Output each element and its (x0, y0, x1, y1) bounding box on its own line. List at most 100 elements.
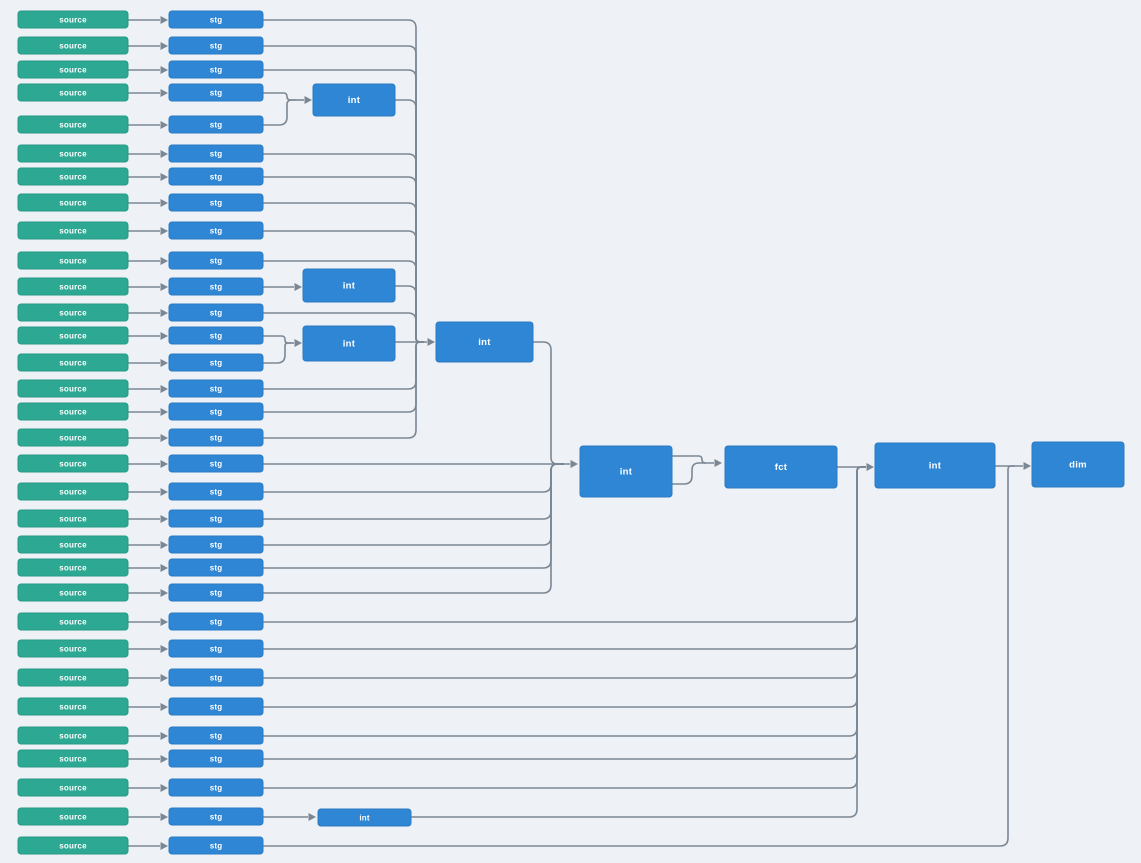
node-stg-2-box[interactable] (168, 36, 264, 55)
node-fct-box[interactable] (724, 445, 838, 489)
node-source-26[interactable]: source (17, 668, 129, 687)
node-stg-24[interactable]: stg (168, 612, 264, 631)
node-source-4[interactable]: source (17, 83, 129, 102)
node-stg-29[interactable]: stg (168, 749, 264, 768)
node-stg-15-box[interactable] (168, 379, 264, 398)
node-stg-30-box[interactable] (168, 778, 264, 797)
node-stg-11[interactable]: stg (168, 277, 264, 296)
node-source-2-box[interactable] (17, 36, 129, 55)
node-source-22[interactable]: source (17, 558, 129, 577)
node-source-32-box[interactable] (17, 836, 129, 855)
node-source-13[interactable]: source (17, 326, 129, 345)
node-source-22-box[interactable] (17, 558, 129, 577)
node-fct[interactable]: fct (724, 445, 838, 489)
node-stg-20[interactable]: stg (168, 509, 264, 528)
node-stg-23-box[interactable] (168, 583, 264, 602)
node-source-11[interactable]: source (17, 277, 129, 296)
node-stg-1-box[interactable] (168, 10, 264, 29)
node-stg-23[interactable]: stg (168, 583, 264, 602)
node-stg-32[interactable]: stg (168, 836, 264, 855)
node-source-20-box[interactable] (17, 509, 129, 528)
node-dim[interactable]: dim (1031, 441, 1125, 488)
node-stg-4-box[interactable] (168, 83, 264, 102)
node-stg-1[interactable]: stg (168, 10, 264, 29)
node-source-6-box[interactable] (17, 144, 129, 163)
node-stg-27[interactable]: stg (168, 697, 264, 716)
node-stg-16[interactable]: stg (168, 402, 264, 421)
node-stg-7-box[interactable] (168, 167, 264, 186)
node-stg-12-box[interactable] (168, 303, 264, 322)
node-int-3-box[interactable] (874, 442, 996, 489)
node-source-21-box[interactable] (17, 535, 129, 554)
node-stg-5-box[interactable] (168, 115, 264, 134)
node-source-19-box[interactable] (17, 482, 129, 501)
node-int-c-box[interactable] (302, 325, 396, 362)
node-stg-12[interactable]: stg (168, 303, 264, 322)
node-source-17[interactable]: source (17, 428, 129, 447)
node-int-1-box[interactable] (435, 321, 534, 363)
node-source-9[interactable]: source (17, 221, 129, 240)
node-source-6[interactable]: source (17, 144, 129, 163)
node-source-28-box[interactable] (17, 726, 129, 745)
node-int-2-box[interactable] (579, 445, 673, 498)
node-stg-29-box[interactable] (168, 749, 264, 768)
node-source-21[interactable]: source (17, 535, 129, 554)
node-source-29[interactable]: source (17, 749, 129, 768)
node-source-5[interactable]: source (17, 115, 129, 134)
node-stg-22-box[interactable] (168, 558, 264, 577)
node-stg-10-box[interactable] (168, 251, 264, 270)
node-source-14-box[interactable] (17, 353, 129, 372)
node-source-24-box[interactable] (17, 612, 129, 631)
node-source-25-box[interactable] (17, 639, 129, 658)
node-source-5-box[interactable] (17, 115, 129, 134)
node-int-a[interactable]: int (312, 83, 396, 117)
node-source-23[interactable]: source (17, 583, 129, 602)
node-source-12[interactable]: source (17, 303, 129, 322)
node-stg-19-box[interactable] (168, 482, 264, 501)
node-stg-28-box[interactable] (168, 726, 264, 745)
node-source-26-box[interactable] (17, 668, 129, 687)
node-stg-26-box[interactable] (168, 668, 264, 687)
node-source-15-box[interactable] (17, 379, 129, 398)
node-source-9-box[interactable] (17, 221, 129, 240)
node-stg-6[interactable]: stg (168, 144, 264, 163)
node-source-17-box[interactable] (17, 428, 129, 447)
node-int-b[interactable]: int (302, 268, 396, 303)
node-source-1[interactable]: source (17, 10, 129, 29)
node-stg-16-box[interactable] (168, 402, 264, 421)
node-stg-14[interactable]: stg (168, 353, 264, 372)
node-source-30[interactable]: source (17, 778, 129, 797)
node-stg-8[interactable]: stg (168, 193, 264, 212)
node-source-24[interactable]: source (17, 612, 129, 631)
node-stg-20-box[interactable] (168, 509, 264, 528)
node-int-3[interactable]: int (874, 442, 996, 489)
node-stg-31[interactable]: stg (168, 807, 264, 826)
node-source-27-box[interactable] (17, 697, 129, 716)
node-stg-9-box[interactable] (168, 221, 264, 240)
node-stg-31-box[interactable] (168, 807, 264, 826)
node-source-20[interactable]: source (17, 509, 129, 528)
node-stg-27-box[interactable] (168, 697, 264, 716)
node-source-16-box[interactable] (17, 402, 129, 421)
node-source-3-box[interactable] (17, 60, 129, 79)
node-int-d-box[interactable] (317, 808, 412, 827)
node-source-23-box[interactable] (17, 583, 129, 602)
node-source-19[interactable]: source (17, 482, 129, 501)
node-source-12-box[interactable] (17, 303, 129, 322)
node-stg-25[interactable]: stg (168, 639, 264, 658)
node-int-a-box[interactable] (312, 83, 396, 117)
node-stg-21-box[interactable] (168, 535, 264, 554)
node-stg-13[interactable]: stg (168, 326, 264, 345)
node-source-27[interactable]: source (17, 697, 129, 716)
node-stg-8-box[interactable] (168, 193, 264, 212)
node-stg-17-box[interactable] (168, 428, 264, 447)
node-source-15[interactable]: source (17, 379, 129, 398)
node-source-1-box[interactable] (17, 10, 129, 29)
node-source-10[interactable]: source (17, 251, 129, 270)
node-stg-13-box[interactable] (168, 326, 264, 345)
node-stg-10[interactable]: stg (168, 251, 264, 270)
node-stg-9[interactable]: stg (168, 221, 264, 240)
node-stg-19[interactable]: stg (168, 482, 264, 501)
node-stg-5[interactable]: stg (168, 115, 264, 134)
node-source-3[interactable]: source (17, 60, 129, 79)
